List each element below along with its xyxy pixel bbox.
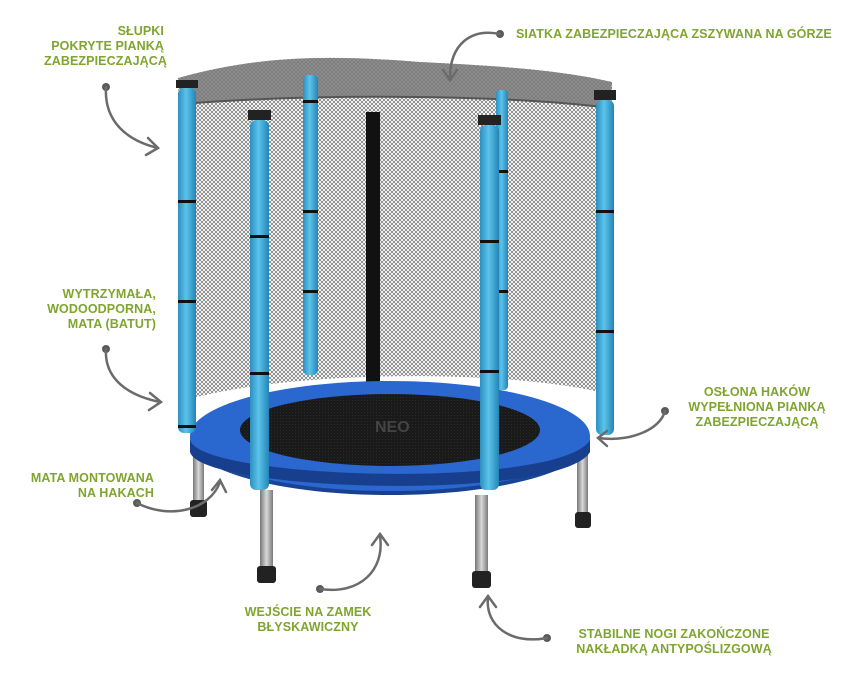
annotation-arrows (102, 30, 669, 642)
safety-net (178, 57, 612, 400)
brand-logo: NEO (375, 419, 410, 436)
front-posts (176, 80, 616, 490)
back-legs (190, 440, 591, 528)
label-mat: WYTRZYMAŁA, WODOODPORNA, MATA (BATUT) (47, 287, 156, 331)
label-net: SIATKA ZABEZPIECZAJĄCA ZSZYWANA NA GÓRZE (516, 27, 832, 41)
label-entry: WEJŚCIE NA ZAMEK BŁYSKAWICZNY (244, 605, 372, 634)
label-legs: STABILNE NOGI ZAKOŃCZONE NAKŁADKĄ ANTYPO… (576, 627, 772, 656)
label-posts: SŁUPKI POKRYTE PIANKĄ ZABEZPIECZAJĄCĄ (44, 24, 168, 68)
label-hook-cover: OSŁONA HAKÓW WYPEŁNIONA PIANKĄ ZABEZPIEC… (688, 385, 826, 429)
label-mat-hooks: MATA MONTOWANA NA HAKACH (30, 471, 154, 500)
front-legs (257, 490, 491, 588)
